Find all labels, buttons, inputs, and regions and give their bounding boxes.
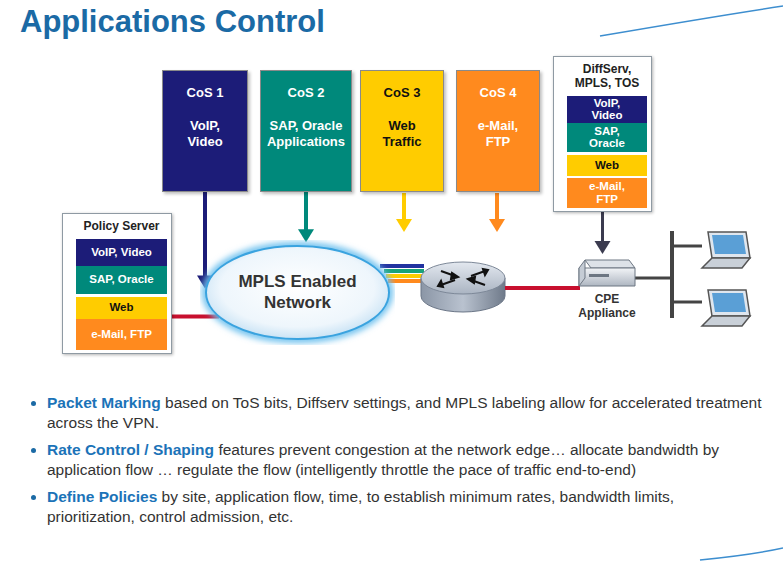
node-heading: DiffServ, MPLS, TOS (567, 63, 647, 91)
class-band: e-Mail, FTP (76, 319, 167, 350)
node-heading: Policy Server (76, 220, 167, 234)
class-band: SAP, Oracle (76, 266, 167, 294)
flow-line (388, 279, 424, 283)
laptop-icon (702, 232, 750, 268)
node-heading: Web (109, 301, 133, 314)
cos-arrow (402, 193, 406, 220)
arrow-head (396, 219, 412, 232)
bullet-lead: Rate Control / Shaping (47, 441, 214, 458)
cos-arrow (495, 193, 499, 220)
class-box: CoS 1 VoIP, Video (162, 70, 248, 192)
bullet-list: Packet Markingbased on ToS bits, Diffser… (30, 393, 765, 534)
connector (304, 192, 308, 230)
class-box: CoS 4 e-Mail, FTP (456, 70, 540, 192)
class-band: Web (76, 297, 167, 319)
flow-line (386, 274, 424, 278)
node-heading: CoS 3 (371, 85, 433, 100)
class-box: CoS 3 Web Traffic (360, 70, 444, 192)
connector (203, 192, 207, 277)
class-band: VoIP, Video (567, 96, 647, 123)
bullet-item: Define Policiesby site, application flow… (30, 487, 765, 527)
lan-bus (670, 231, 674, 318)
bullet-lead: Define Policies (47, 488, 157, 505)
class-box: CoS 2 SAP, Oracle Applications (260, 70, 352, 192)
lan-link (672, 245, 702, 248)
class-band: SAP, Oracle (567, 123, 647, 152)
node-heading: VoIP, Video (578, 97, 636, 122)
marking-panel: DiffServ, MPLS, TOS VoIP, VideoSAP, Oracl… (553, 56, 652, 212)
bullet-lead: Packet Marking (47, 394, 161, 411)
node-heading: CPE Appliance (576, 292, 638, 321)
red-link (505, 286, 580, 290)
node-heading: e-Mail, FTP (91, 328, 152, 341)
footer-curve (700, 548, 783, 560)
node-heading: SAP, Oracle (578, 125, 636, 150)
cpe-appliance: CPE Appliance (570, 258, 644, 321)
node-text: Web Traffic (371, 118, 433, 151)
bullet-item: Rate Control / Shapingfeatures prevent c… (30, 440, 765, 480)
network-cloud: MPLS Enabled Network (200, 240, 395, 345)
class-band: VoIP, Video (76, 239, 167, 266)
page-title: Applications Control (20, 4, 325, 40)
arrow-head (298, 229, 314, 242)
node-heading: MPLS Enabled Network (233, 272, 363, 313)
node-heading: VoIP, Video (91, 246, 152, 259)
appliance-icon (577, 258, 637, 288)
node-heading: CoS 1 (173, 85, 237, 100)
node-heading: Web (595, 159, 619, 172)
node-heading: CoS 2 (264, 85, 348, 100)
flow-line (384, 269, 424, 273)
node-heading: SAP, Oracle (89, 273, 153, 286)
bullet-item: Packet Markingbased on ToS bits, Diffser… (30, 393, 765, 433)
lan-link (672, 301, 702, 304)
node-heading: e-Mail, FTP (578, 180, 636, 205)
connector (601, 212, 604, 242)
laptop-icon (702, 290, 750, 326)
router-symbol (421, 262, 505, 312)
node-heading: CoS 4 (467, 85, 529, 100)
arrow-head (489, 219, 505, 232)
node-text: SAP, Oracle Applications (264, 118, 348, 151)
flow-line (380, 264, 424, 268)
policy-server-panel: Policy ServerVoIP, VideoSAP, OracleWeb e-… (62, 213, 172, 354)
node-text: e-Mail, FTP (467, 118, 529, 151)
arrow-head (595, 241, 611, 254)
class-band: e-Mail, FTP (567, 178, 647, 208)
node-text: VoIP, Video (173, 118, 237, 151)
class-band: Web (567, 155, 647, 176)
header-curve (600, 6, 783, 36)
